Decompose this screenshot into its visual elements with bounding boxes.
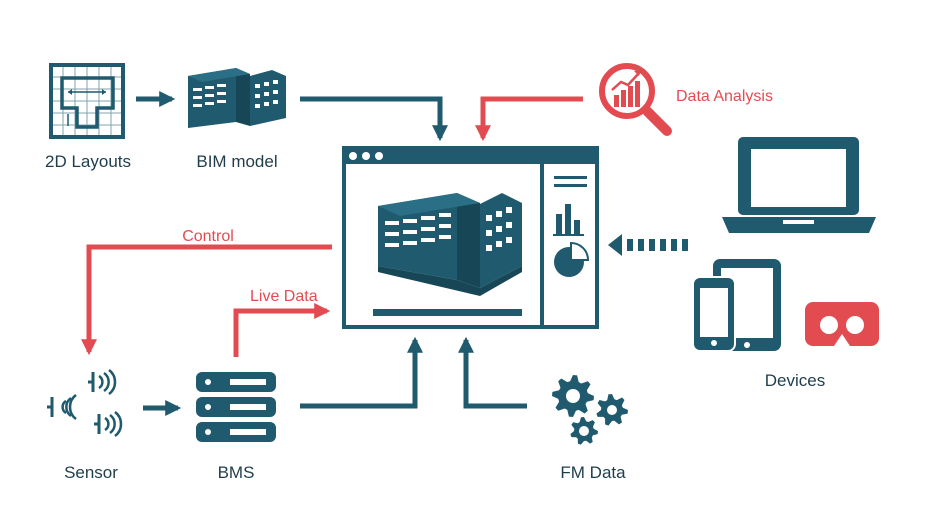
pie-chart-icon [554,241,590,277]
bar-chart-icon [553,204,584,236]
data-analysis-label: Data Analysis [676,88,773,105]
building-icon [378,193,522,296]
devices-label: Devices [765,371,825,390]
gear-hole [607,405,617,415]
gear-hole [579,426,589,436]
fm-data-label: FM Data [560,463,626,482]
window-dots-icon [349,152,383,160]
arrow-analysis-to-platform [474,96,583,142]
live-data-label: Live Data [250,288,318,305]
floor-plan-icon [49,63,125,139]
arrow-control [80,244,332,356]
platform-window [342,146,599,329]
gear-hole [566,389,580,403]
arrow-devices-to-platform [608,234,688,256]
gears-icon [552,375,628,445]
laptop-icon [722,137,876,233]
arrow-live-data [233,302,331,357]
bms-label: BMS [218,463,255,482]
control-label: Control [182,228,234,245]
arrow-bms-to-platform [300,336,424,409]
bim-model-label: BIM model [196,152,277,171]
building-icon [188,68,286,128]
wireless-sensor-icon [47,369,123,437]
layouts-2d-label: 2D Layouts [45,152,131,171]
sensor-label: Sensor [64,463,118,482]
vr-headset-icon [805,302,879,346]
arrow-fm-to-platform [457,336,527,409]
magnifier-chart-icon [599,63,672,136]
arrow-bim-to-platform [300,96,449,142]
server-rack-icon [196,372,276,442]
phone-icon [692,276,736,352]
